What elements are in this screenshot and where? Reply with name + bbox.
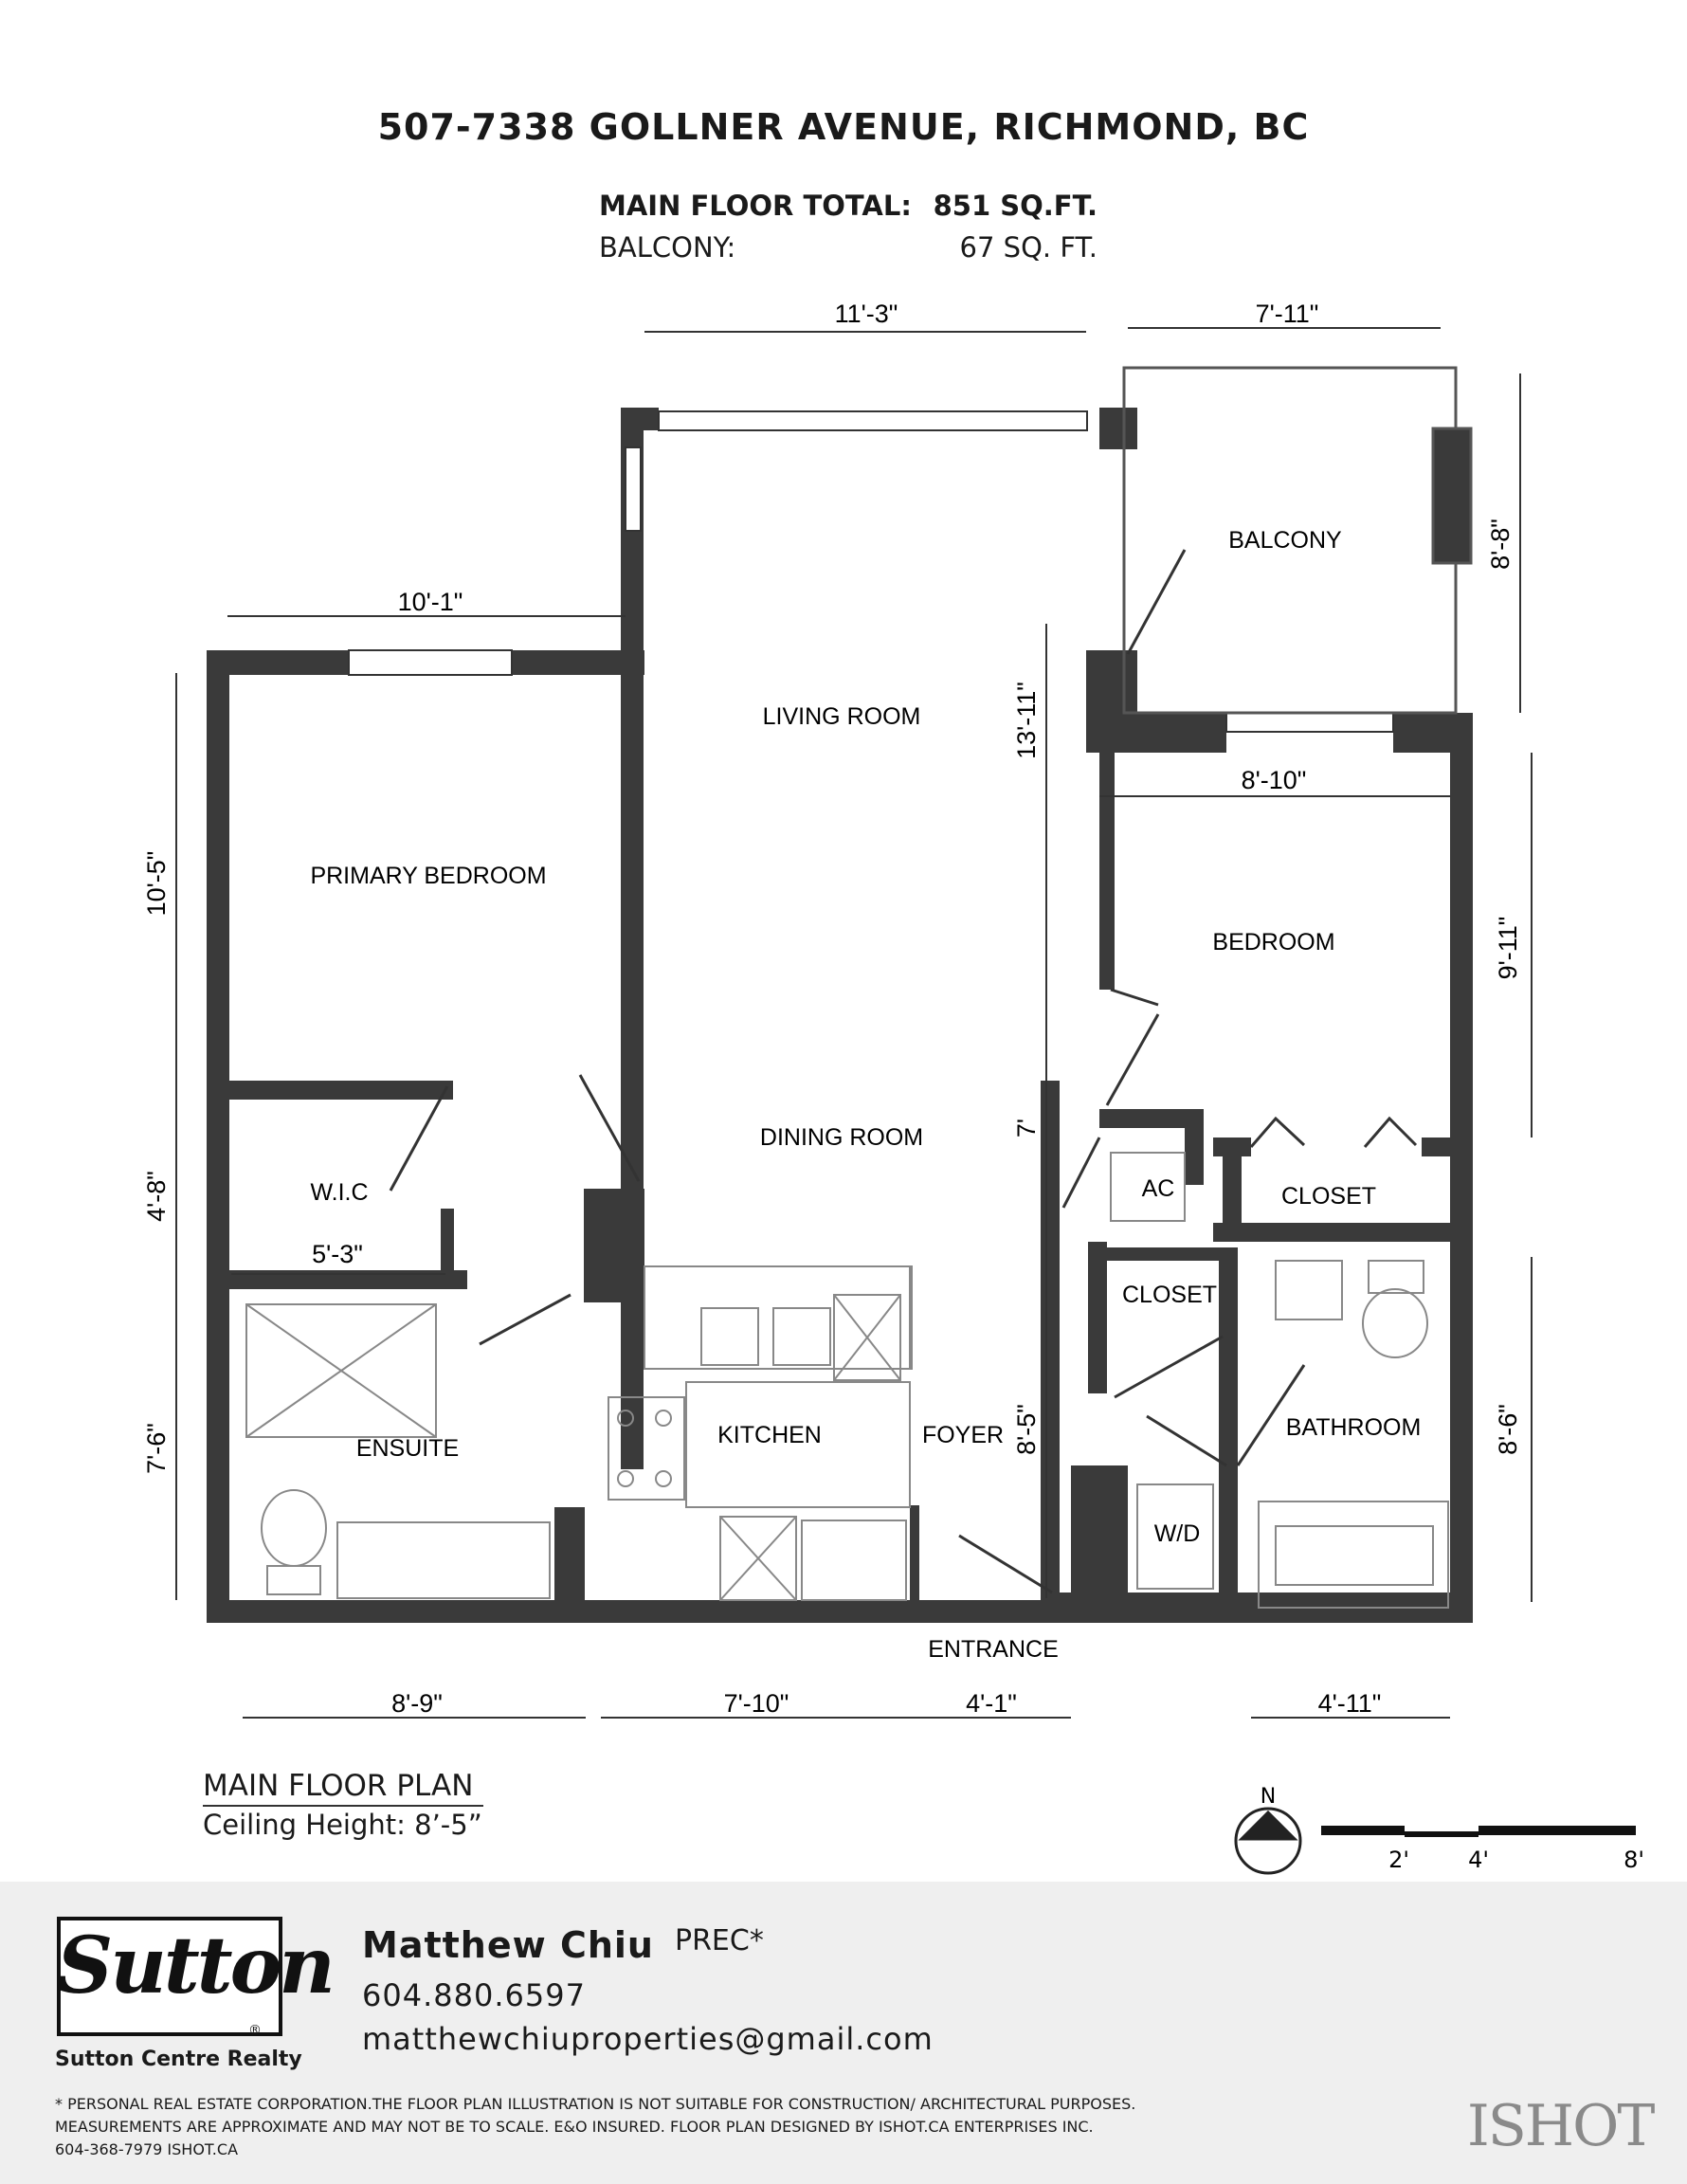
- agent-name: Matthew Chiu: [362, 1924, 654, 1966]
- room-kitchen: KITCHEN: [717, 1422, 822, 1448]
- dim-bedroom-width: 8'-10": [1242, 766, 1307, 794]
- disclaimer-line: * PERSONAL REAL ESTATE CORPORATION.THE F…: [55, 2095, 1136, 2113]
- room-ensuite: ENSUITE: [356, 1435, 459, 1462]
- room-dining: DINING ROOM: [760, 1124, 923, 1151]
- compass: [1234, 1807, 1302, 1875]
- closet-bifold-doors: [1249, 1116, 1418, 1148]
- dim-bathroom-depth: 8'-6": [1494, 1404, 1522, 1455]
- ishot-logo: ISHOT: [1467, 2093, 1655, 2159]
- main-floor-area-value: 851 SQ.FT.: [933, 190, 1097, 222]
- floor-plan: LIVING ROOM BALCONY PRIMARY BEDROOM BEDR…: [142, 300, 1644, 1875]
- room-wic: W.I.C: [310, 1179, 368, 1206]
- disclaimer-line: MEASUREMENTS ARE APPROXIMATE AND MAY NOT…: [55, 2118, 1094, 2136]
- room-closet-bedroom: CLOSET: [1281, 1183, 1376, 1210]
- dim-kitchen-width: 7'-10": [724, 1689, 789, 1718]
- dim-wic-depth: 4'-8": [142, 1171, 171, 1222]
- kitchen-fixtures: [608, 1265, 913, 1601]
- dim-ensuite-width: 8'-9": [391, 1689, 443, 1718]
- dimension-lines: [175, 327, 1533, 1719]
- sutton-logo-box: [57, 1917, 282, 2036]
- room-ac: AC: [1142, 1175, 1175, 1202]
- bath-fixtures: [245, 1152, 1449, 1609]
- dim-living-depth: 13'-11": [1012, 682, 1041, 759]
- agent-email[interactable]: matthewchiuproperties@gmail.com: [362, 2021, 934, 2057]
- room-closet-hall: CLOSET: [1122, 1282, 1217, 1308]
- main-floor-area-label: MAIN FLOOR TOTAL:: [599, 190, 912, 222]
- agent-title: PREC*: [675, 1924, 764, 1957]
- balcony-area-row: BALCONY: 67 SQ. FT.: [599, 231, 1097, 264]
- registered-mark-icon: ®: [248, 2023, 262, 2038]
- room-bedroom: BEDROOM: [1212, 929, 1334, 956]
- dim-bathroom-width: 4'-11": [1318, 1689, 1382, 1718]
- compass-north-label: N: [1261, 1785, 1276, 1809]
- dim-primary-depth: 10'-5": [142, 851, 171, 917]
- dim-foyer-width: 4'-1": [966, 1689, 1017, 1718]
- sutton-logo: Sutton: [57, 1920, 336, 2011]
- agent-phone[interactable]: 604.880.6597: [362, 1977, 586, 2013]
- room-entrance: ENTRANCE: [928, 1636, 1059, 1663]
- room-primary-bedroom: PRIMARY BEDROOM: [310, 863, 546, 889]
- windows: [348, 410, 1394, 733]
- dim-living-width: 11'-3": [835, 300, 898, 328]
- main-floor-area-row: MAIN FLOOR TOTAL: 851 SQ.FT.: [599, 190, 1097, 222]
- disclaimer: * PERSONAL REAL ESTATE CORPORATION.THE F…: [55, 2093, 1458, 2161]
- dim-hall-7: 7': [1012, 1119, 1041, 1138]
- scale-label-8: 8': [1624, 1847, 1644, 1873]
- scale-label-4: 4': [1468, 1847, 1489, 1873]
- room-living: LIVING ROOM: [763, 703, 921, 730]
- dim-bedroom-depth: 9'-11": [1494, 917, 1522, 980]
- balcony-area-value: 67 SQ. FT.: [959, 231, 1097, 264]
- ceiling-height: Ceiling Height: 8’-5”: [203, 1809, 482, 1841]
- room-balcony: BALCONY: [1228, 527, 1342, 554]
- scale-bar: [1321, 1826, 1636, 1837]
- interior-walls: [207, 753, 1473, 1621]
- balcony-outline: [1122, 366, 1473, 715]
- room-foyer: FOYER: [922, 1422, 1004, 1448]
- dim-wic-width: 5'-3": [312, 1240, 363, 1268]
- disclaimer-line: 604-368-7979 ISHOT.CA: [55, 2140, 239, 2158]
- plan-title: MAIN FLOOR PLAN: [203, 1769, 474, 1803]
- room-bathroom: BATHROOM: [1286, 1414, 1422, 1441]
- balcony-area-label: BALCONY:: [599, 231, 736, 264]
- dim-balcony-width: 7'-11": [1256, 300, 1319, 328]
- doors: [389, 549, 1306, 1594]
- dim-balcony-depth: 8'-8": [1486, 519, 1515, 570]
- dim-primary-width: 10'-1": [398, 588, 463, 616]
- room-wd: W/D: [1154, 1520, 1201, 1547]
- property-address-title: 507-7338 GOLLNER AVENUE, RICHMOND, BC: [377, 106, 1310, 148]
- plan-title-underline: [203, 1805, 483, 1807]
- dim-foyer-depth: 8'-5": [1012, 1404, 1041, 1455]
- brokerage-name: Sutton Centre Realty: [55, 2048, 302, 2071]
- scale-label-2: 2': [1388, 1847, 1409, 1873]
- dim-ensuite-depth: 7'-6": [142, 1423, 171, 1474]
